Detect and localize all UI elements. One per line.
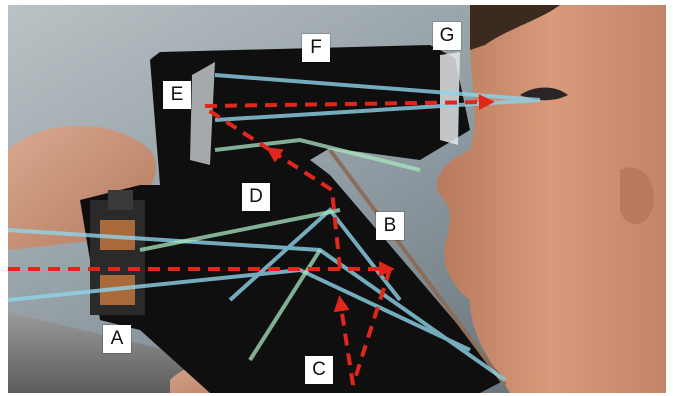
- path-d-to-e: [203, 106, 272, 152]
- optical-path: [8, 94, 495, 386]
- label-e: E: [163, 81, 191, 109]
- left-hand: [8, 125, 156, 250]
- label-d: D: [242, 183, 270, 211]
- path-b-to-c: [351, 268, 392, 386]
- eyepiece-g: [440, 52, 460, 145]
- ear: [620, 167, 654, 225]
- eye: [520, 87, 568, 101]
- label-g: G: [433, 22, 461, 50]
- mirror-e: [190, 62, 215, 165]
- hair: [470, 5, 560, 50]
- path-e-to-eye: [204, 94, 495, 111]
- path-up-to-d: [265, 147, 342, 270]
- label-b: B: [376, 212, 404, 240]
- path-c-to-up: [333, 295, 355, 386]
- camera-edge: [328, 148, 507, 387]
- lens-cap: [108, 190, 133, 210]
- label-f: F: [302, 34, 330, 62]
- label-a: A: [103, 325, 131, 353]
- label-c: C: [305, 356, 333, 384]
